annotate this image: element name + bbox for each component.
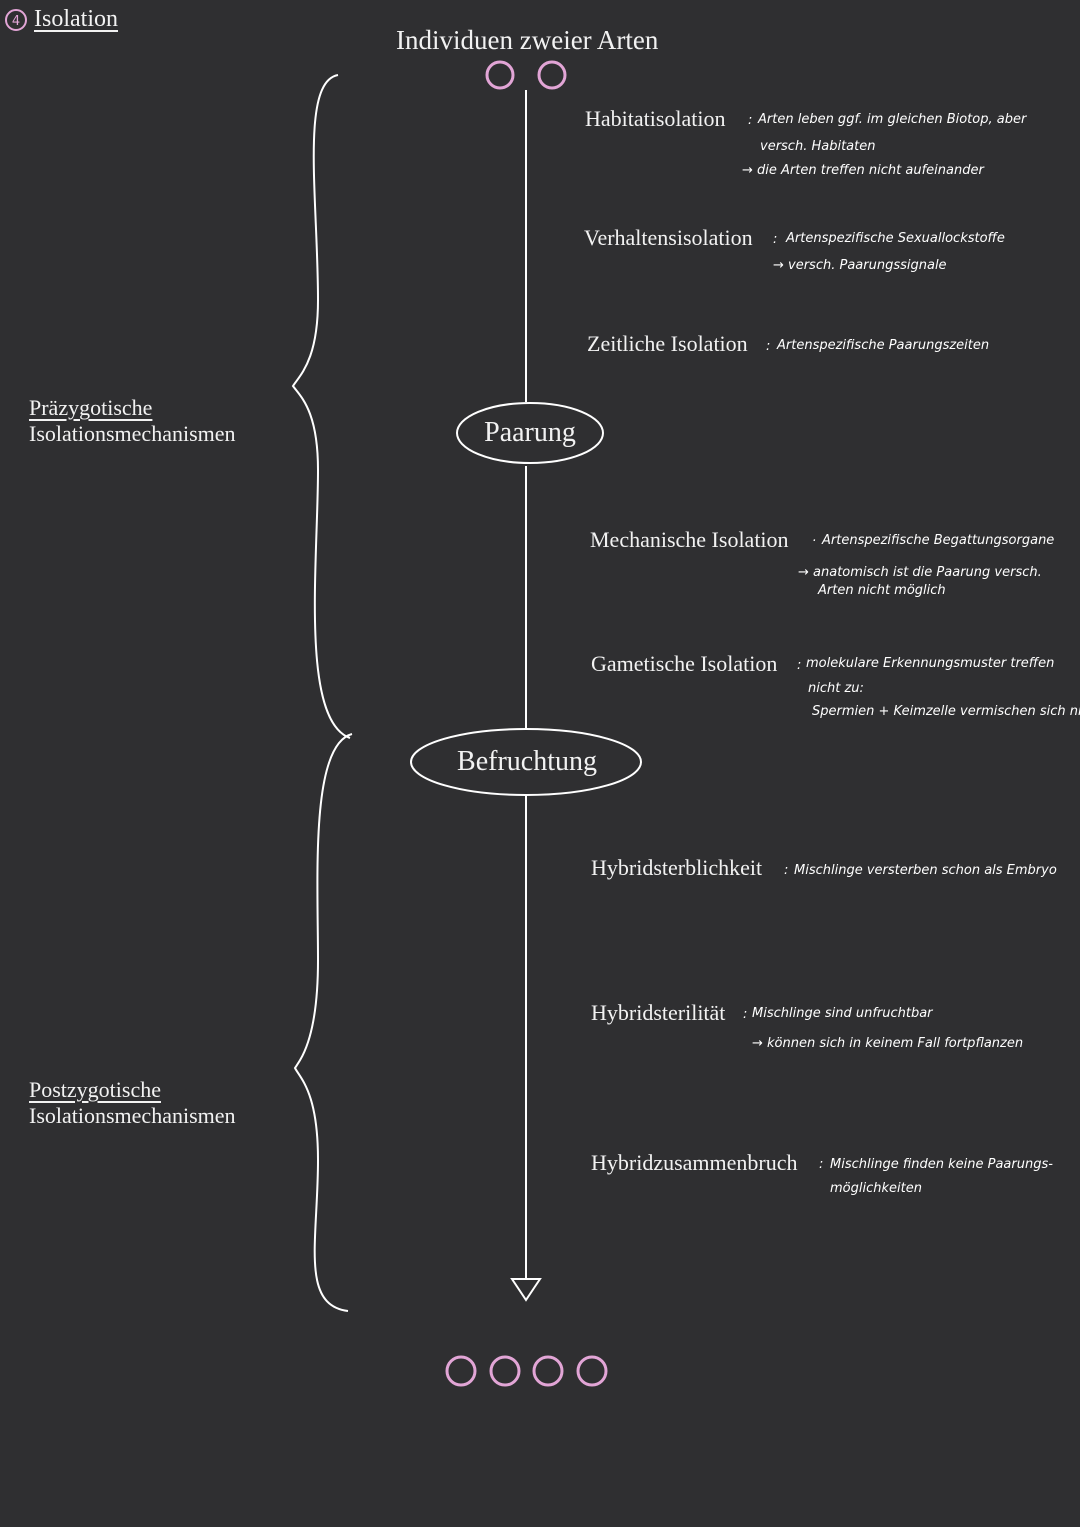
praezygotisch-label: Präzygotische Isolationsmechanismen xyxy=(29,395,236,447)
header-number-icon xyxy=(5,9,27,31)
postzygotisch-label-line1: Postzygotische xyxy=(29,1077,161,1102)
bottom-individuals-icon xyxy=(445,1355,608,1387)
arrow-head-icon xyxy=(510,1278,542,1302)
mechanism-note: Mischlinge sind unfruchtbar xyxy=(752,1006,933,1021)
mechanism-sep: · xyxy=(812,534,817,549)
paarung-ellipse xyxy=(456,402,604,464)
mechanism-title: Zeitliche Isolation xyxy=(587,331,748,357)
stage-befruchtung: Befruchtung xyxy=(457,746,597,777)
mechanism-note: Artenspezifische Begattungsorgane xyxy=(822,533,1055,548)
mechanism-sep: : xyxy=(766,339,771,354)
mechanism-sep: : xyxy=(748,113,753,128)
mechanism-note: Arten nicht möglich xyxy=(818,583,946,598)
mechanism-note: Artenspezifische Sexuallockstoffe xyxy=(786,231,1005,246)
mechanism-title: Gametische Isolation xyxy=(591,651,777,677)
mechanism-title: Verhaltensisolation xyxy=(584,225,753,251)
top-individuals-icon xyxy=(485,60,567,90)
mechanism-name: Mechanische Isolation xyxy=(590,527,789,552)
mechanism-name: Habitatisolation xyxy=(585,106,726,131)
praezygotisch-brace xyxy=(291,74,351,739)
mechanism-name: Verhaltensisolation xyxy=(584,225,753,250)
praezygotisch-label-line2: Isolationsmechanismen xyxy=(29,421,236,446)
mechanism-note: → anatomisch ist die Paarung versch. xyxy=(798,565,1042,580)
mechanism-title: Habitatisolation xyxy=(585,106,726,132)
mechanism-note: Artenspezifische Paarungszeiten xyxy=(777,338,990,353)
mechanism-note: versch. Habitaten xyxy=(760,139,876,154)
mechanism-note: Arten leben ggf. im gleichen Biotop, abe… xyxy=(758,112,1027,127)
header-number: 4 xyxy=(12,14,20,29)
stage-paarung: Paarung xyxy=(484,417,576,448)
mechanism-name: Gametische Isolation xyxy=(591,651,778,676)
mechanism-note: Mischlinge versterben schon als Embryo xyxy=(794,863,1057,878)
top-label: Individuen zweier Arten xyxy=(396,25,659,55)
mechanism-name: Hybridzusammenbruch xyxy=(591,1150,798,1175)
mechanism-title: Mechanische Isolation xyxy=(590,527,789,553)
postzygotisch-label: Postzygotische Isolationsmechanismen xyxy=(29,1077,236,1129)
mechanism-note: Spermien + Keimzelle vermischen sich nic… xyxy=(812,704,1080,719)
mechanism-name: Hybridsterilität xyxy=(591,1000,726,1025)
mechanism-sep: : xyxy=(819,1157,824,1172)
mechanism-note: → können sich in keinem Fall fortpflanze… xyxy=(752,1036,1024,1051)
mechanism-note: → die Arten treffen nicht aufeinander xyxy=(742,163,984,178)
mechanism-sep: : xyxy=(797,658,802,673)
mechanism-note: Mischlinge finden keine Paarungs- xyxy=(830,1157,1053,1172)
mechanism-sep: : xyxy=(743,1007,748,1022)
postzygotisch-brace xyxy=(293,733,353,1312)
mechanism-title: Hybridsterilität xyxy=(591,1000,725,1026)
mechanism-sep: : xyxy=(773,232,778,247)
mechanism-sep: : xyxy=(784,863,789,878)
befruchtung-ellipse xyxy=(410,728,642,796)
mechanism-note: möglichkeiten xyxy=(830,1181,922,1196)
page-title: Isolation xyxy=(34,6,118,32)
mechanism-name: Hybridsterblichkeit xyxy=(591,855,763,880)
mechanism-note: nicht zu: xyxy=(808,681,864,696)
praezygotisch-label-line1: Präzygotische xyxy=(29,395,153,420)
mechanism-name: Zeitliche Isolation xyxy=(587,331,748,356)
timeline-arrow xyxy=(510,90,542,1302)
mechanism-note: molekulare Erkennungsmuster treffen xyxy=(806,656,1055,671)
mechanism-note: → versch. Paarungssignale xyxy=(773,258,947,273)
postzygotisch-label-line2: Isolationsmechanismen xyxy=(29,1103,236,1128)
mechanism-title: Hybridsterblichkeit xyxy=(591,855,762,881)
mechanism-title: Hybridzusammenbruch xyxy=(591,1150,798,1176)
